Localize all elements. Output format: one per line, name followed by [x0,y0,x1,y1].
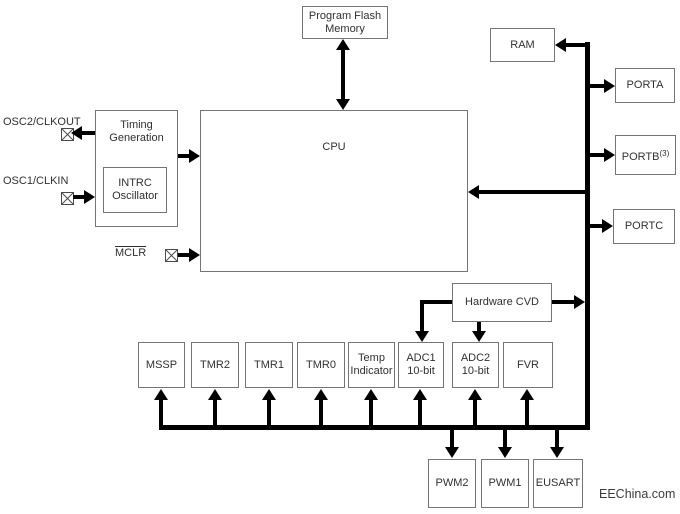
pin-label-osc1-clkin: OSC1/CLKIN [3,175,69,187]
arrow-bus-eusart-head [550,447,564,458]
arrow-ram-head [555,38,566,52]
arrow-bus-temp-stem [369,399,373,426]
block-tmr2: TMR2 [191,342,239,388]
watermark-eechina: EEChina.com [599,487,676,501]
arrow-bus-fvr-head [520,389,534,400]
arrow-cvd-adc2-stem [477,322,481,332]
block-intrc-oscillator: INTRC Oscillator [103,167,167,213]
arrow-porta-head [604,79,615,93]
block-eusart: EUSART [533,459,583,508]
block-fvr: FVR [503,342,553,388]
block-program-flash-memory: Program Flash Memory [302,6,388,39]
arrow-bus-mssp-head [154,389,168,400]
arrow-timing-cpu-head [189,149,200,163]
arrow-portb-stem [588,153,605,157]
block-adc2: ADC2 10-bit [452,342,499,388]
arrow-cvd-bus-stem [552,300,575,304]
arrow-ram-stem [566,43,590,47]
arrow-porta-stem [588,84,605,88]
block-cpu: CPU [200,110,468,272]
pin-label-osc2-clkout: OSC2/CLKOUT [3,116,81,128]
arrow-flash-cpu-downhead [336,99,350,110]
arrow-portc-stem [588,224,603,228]
arrow-cvd-adc1-hstem [420,300,452,304]
arrow-bus-pwm2-head [445,447,459,458]
arrow-bus-pwm1-stem [503,429,507,448]
mclr-pin-icon [165,249,178,267]
block-hardware-cvd: Hardware CVD [452,283,552,322]
arrow-bus-cpu-head [468,185,479,199]
arrow-bus-adc1-stem [418,399,422,426]
arrow-flash-cpu-stem [341,49,345,101]
block-adc1: ADC1 10-bit [398,342,444,388]
block-pwm1: PWM1 [481,459,529,508]
arrow-osc1-head [84,190,95,204]
block-ram: RAM [490,28,555,62]
block-portb: PORTB(3) [615,135,676,175]
arrow-bus-tmr1-stem [267,399,271,426]
arrow-cvd-adc1-head [415,331,429,342]
arrow-timing-cpu-stem [178,154,191,158]
arrow-bus-cpu-stem [479,190,588,194]
arrow-bus-mssp-stem [159,399,163,426]
arrow-bus-tmr2-stem [213,399,217,426]
arrow-bus-adc2-stem [473,399,477,426]
arrow-cvd-adc2-head [472,331,486,342]
arrow-bus-tmr0-head [314,389,328,400]
block-mssp: MSSP [138,342,185,388]
pin-label-mclr: MCLR [115,247,147,259]
portb-footnote: (3) [659,148,670,158]
arrow-bus-temp-head [364,389,378,400]
peripheral-bus-horizontal [159,425,590,430]
arrow-cvd-adc1-vstem [420,300,424,332]
block-porta: PORTA [615,68,675,103]
arrow-portc-head [602,219,613,233]
arrow-osc1-stem [73,195,85,199]
arrow-osc2-stem [82,131,95,135]
arrow-bus-tmr2-head [208,389,222,400]
block-tmr1: TMR1 [245,342,293,388]
arrow-mclr-head [189,248,200,262]
arrow-bus-tmr1-head [262,389,276,400]
arrow-osc2-head [71,126,82,140]
arrow-bus-adc1-head [413,389,427,400]
block-pwm2: PWM2 [428,459,476,508]
arrow-bus-fvr-stem [525,399,529,426]
arrow-bus-adc2-head [468,389,482,400]
arrow-flash-cpu-uphead [336,39,350,50]
arrow-mclr-stem [178,253,190,257]
arrow-bus-pwm1-head [498,447,512,458]
arrow-bus-tmr0-stem [319,399,323,426]
arrow-cvd-bus-head [574,295,585,309]
block-portc: PORTC [613,209,675,244]
arrow-portb-head [604,148,615,162]
system-bus-vertical [585,42,590,429]
block-tmr0: TMR0 [297,342,345,388]
block-temp-indicator: Temp Indicator [348,342,395,388]
arrow-bus-eusart-stem [555,429,559,448]
arrow-bus-pwm2-stem [450,429,454,448]
